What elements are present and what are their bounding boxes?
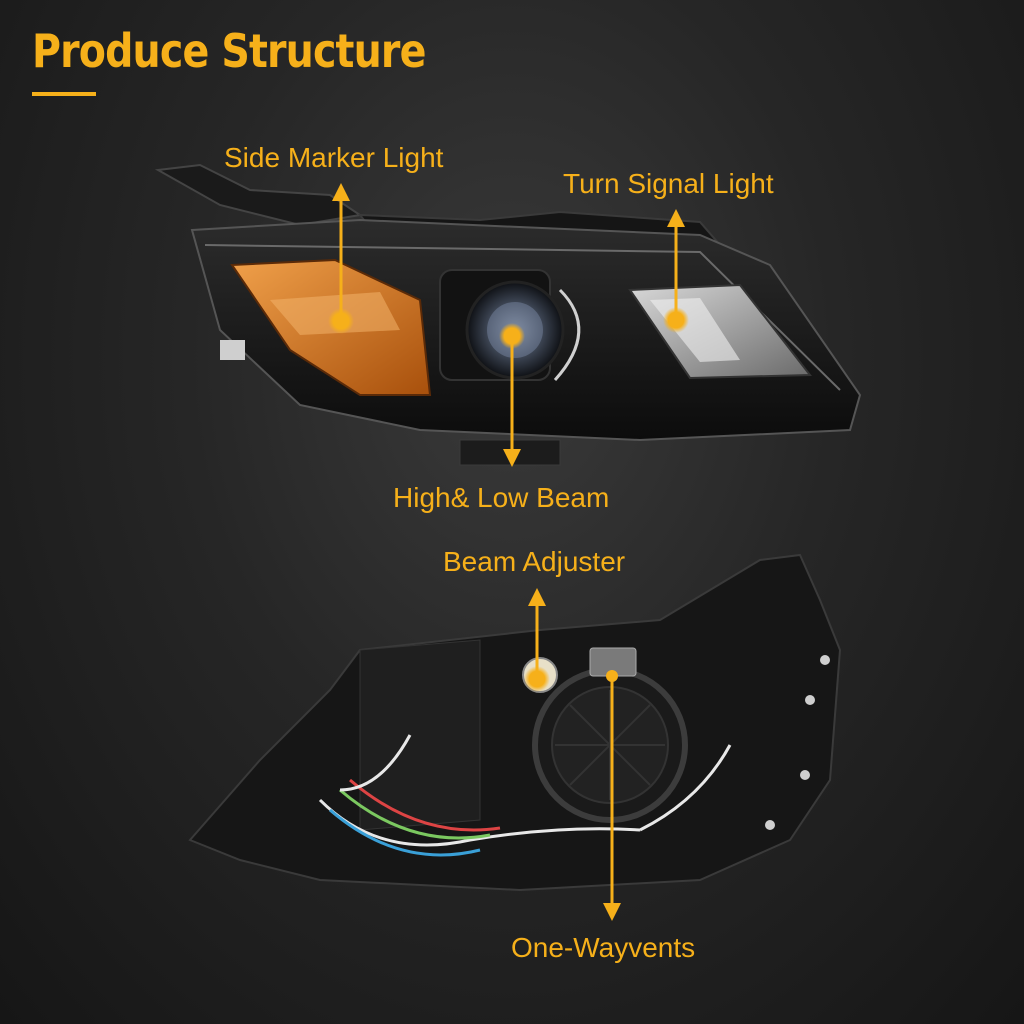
label-one-way-vents: One-Wayvents [511, 932, 696, 963]
label-high-low-beam: High& Low Beam [393, 482, 610, 513]
headlight-rear-view [188, 553, 842, 892]
callout-side-marker [328, 183, 354, 334]
label-turn-signal-light: Turn Signal Light [563, 168, 774, 199]
callout-one-way-vents [603, 670, 621, 921]
page-title: Produce Structure [32, 24, 426, 78]
headlight-front-view [154, 163, 862, 466]
callout-high-low-beam [499, 323, 525, 467]
title-underline [32, 92, 96, 96]
callout-beam-adjuster [524, 588, 550, 692]
label-beam-adjuster: Beam Adjuster [443, 546, 626, 577]
label-side-marker-light: Side Marker Light [224, 142, 444, 173]
callout-turn-signal [663, 209, 689, 333]
